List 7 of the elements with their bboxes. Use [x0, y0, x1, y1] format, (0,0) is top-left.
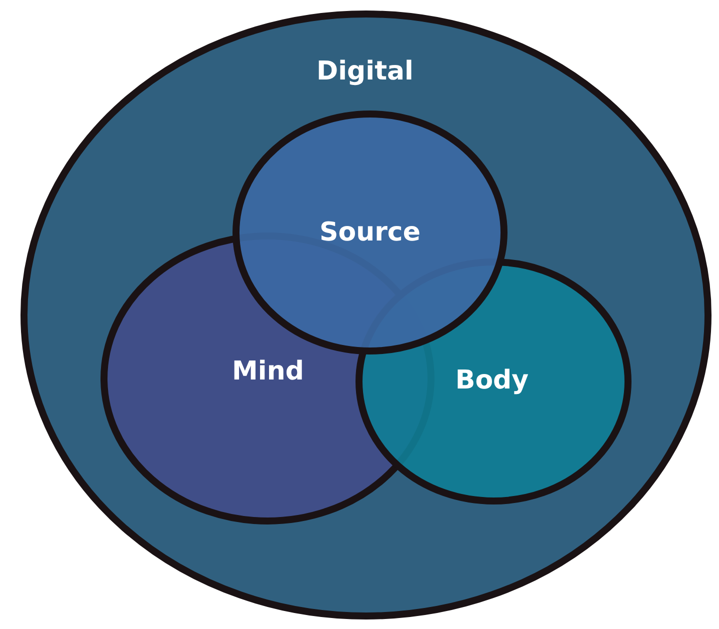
venn-circle — [355, 258, 632, 505]
venn-label: Source — [320, 218, 420, 248]
venn-circle — [232, 110, 508, 355]
venn-label: Mind — [232, 358, 304, 386]
venn-label: Digital — [316, 58, 414, 86]
outer-ellipse — [20, 10, 712, 620]
venn-label: Body — [455, 366, 529, 396]
